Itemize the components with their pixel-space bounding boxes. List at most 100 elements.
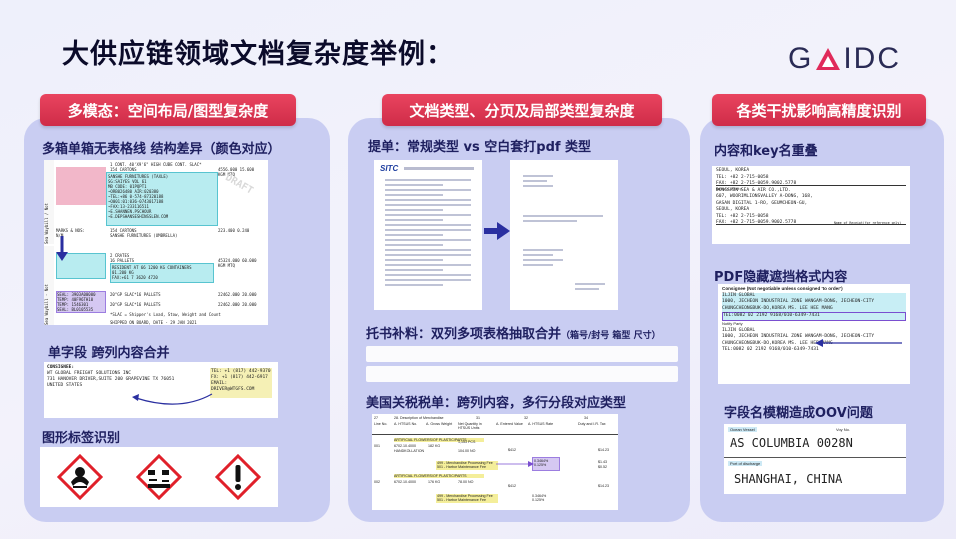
exclamation-warning-pictogram-icon	[215, 454, 262, 500]
consignee-address: 731 HANOVER DRIVER,SUITE 200 GRAPEVINE T…	[47, 377, 175, 388]
customs-cell: 104.00 NO	[458, 449, 476, 453]
overlap-document: SEOUL, KOREA TEL: +82 2-715-0058 FAX: +8…	[712, 166, 910, 244]
customs-line-no: 002	[374, 480, 380, 484]
customs-fee: 499 - Merchandise Processing Fee	[437, 494, 493, 498]
customs-subheader: A. Entered Value	[496, 422, 523, 426]
packing-row: SEAL: BL0105535	[57, 307, 94, 312]
customs-cell: 176 KG	[428, 480, 441, 484]
consignee-tel: TEL: +1 (817) 442-9370	[211, 369, 271, 374]
packing-row: 2 CRATES	[110, 253, 130, 258]
overlap-line: DONGSHIN SEA & AIR CO.,LTD.	[716, 187, 791, 193]
label-booking-sub: （箱号/封号 箱型 尺寸）	[561, 331, 661, 341]
customs-cell: $0.52	[598, 465, 607, 469]
packing-row: FAX:+61 7 3620 4720	[112, 275, 158, 280]
logo: G IDC	[788, 42, 901, 76]
customs-cell-highlight: ARTIFICIAL FLOWERS/OF PLASTIC/PARTS	[394, 474, 484, 479]
consignee-label: CONSIGNEE:	[47, 365, 75, 370]
booking-row	[366, 346, 678, 362]
consignee-email: DRIVER@WTGFS.COM	[211, 387, 255, 392]
sea-waybill-sidebar: Sea Waybill / Not	[44, 160, 54, 244]
customs-line-no: 001	[374, 444, 380, 448]
packing-row: MB CODE: 01PQPT1	[108, 184, 147, 189]
customs-col: 34	[584, 416, 588, 420]
customs-cell: 1,153 PCS	[458, 440, 476, 444]
label-booking-main: 托书补料：双列多项表格抽取合并	[366, 327, 562, 342]
overlap-rule	[716, 185, 906, 186]
logo-text-left: G	[788, 42, 814, 75]
merge-arrow-icon	[132, 393, 213, 405]
page-title: 大供应链领域文档复杂度举例：	[62, 39, 454, 70]
customs-col: 27	[374, 416, 378, 420]
packing-row: 20"GP SLAC*16 PALLETS	[110, 292, 161, 297]
hidden-value: 1000, JECHEON INDUSTRIAL ZONE WANGAM-DON…	[722, 299, 906, 306]
customs-rate-box: 0.3464% 0.125%	[532, 457, 560, 471]
oov-document: Ocean Vessel Voy No. AS COLUMBIA 0028N P…	[724, 424, 906, 494]
packing-row: ~E.DEPSHANSESHINSSLEN.COM	[108, 214, 169, 219]
bl-body-lines	[380, 176, 476, 289]
customs-subheader: Duty and I.R. Tax	[578, 422, 606, 426]
blank-print-lines-3	[518, 246, 568, 269]
packing-row: 154 CARTONS	[110, 228, 137, 233]
hidden-key: Notify Party	[722, 320, 743, 326]
cyan-highlight-box: SANSHE FURNITURES (TAXLE) SG:SAIYES VOL …	[106, 172, 218, 226]
customs-cell: 182 KG	[428, 444, 441, 448]
packing-row: 22462.000 20.000	[218, 302, 257, 307]
packing-list-document: Sea Waybill / Not Sea Waybill - Not 1 CO…	[44, 160, 268, 325]
label-customs: 美国关税税单：跨列内容，多行分段对应类型	[366, 396, 627, 411]
bill-of-lading-regular: SITC	[374, 160, 482, 310]
customs-cell-highlight: ARTIFICIAL FLOWERS/OF PLASTIC/PARTS	[394, 438, 484, 443]
customs-col: 31	[476, 416, 480, 420]
hidden-value: CHUNGCHEONGBUK-DO,KOREA MS. LEE HEE MANG	[722, 340, 833, 346]
customs-subheader: A. HTSUS No.	[394, 422, 418, 426]
booking-row	[366, 366, 678, 382]
hidden-value: ILJIN GLOBAL	[722, 292, 906, 300]
customs-cell: $1.43	[598, 460, 607, 464]
corrosive-pictogram-icon	[135, 454, 182, 500]
customs-subheader: A. Gross Weight	[426, 422, 453, 426]
customs-subheader: Net Quantity in HTSUS Units	[458, 422, 482, 431]
packing-row: 16 PALLETS	[110, 258, 135, 263]
oov-value: SHANGHAI, CHINA	[734, 472, 843, 486]
logo-text-right: IDC	[843, 42, 902, 75]
packing-row: 20"GP SLAC*16 PALLETS	[110, 302, 161, 307]
customs-cell: $412	[508, 484, 516, 488]
packing-row: TEMP: 40F96TH10	[57, 297, 94, 302]
packing-row: SG:SAIYES VOL 61	[108, 179, 147, 184]
customs-col: 28. Description of Merchandise	[394, 416, 444, 420]
customs-fee: 499 - Merchandise Processing Fee	[437, 461, 493, 465]
customs-cell: 6702.10.4000	[394, 444, 416, 448]
overlap-line: SEOUL, KOREA	[716, 207, 750, 212]
overlap-key: Name of Receipt(for reference only)	[834, 221, 902, 225]
hidden-value: ILJIN GLOBAL	[722, 327, 756, 333]
packing-row: 4556.000 15.600	[218, 167, 255, 172]
hidden-value: 1000, JECHEON INDUSTRIAL ZONE WANGAM-DON…	[722, 334, 875, 340]
packing-row: *SLAC = Shipper's Load, Stow, Weight and…	[110, 312, 221, 317]
sea-waybill-sidebar-2: Sea Waybill - Not	[44, 246, 54, 325]
hazard-labels	[40, 447, 278, 507]
customs-fee-highlight-2: 499 - Merchandise Processing Fee 501 - H…	[436, 494, 498, 503]
packing-row: MARKS & NOS:	[56, 228, 85, 233]
overlap-line: TEL: +82 2-715-0058	[716, 174, 769, 180]
customs-entry-document: 27 28. Description of Merchandise 31 32 …	[372, 414, 618, 510]
customs-fee: 501 - Harbor Maintenance Fee	[437, 498, 486, 503]
packing-row: KGM MTQ	[218, 263, 235, 268]
customs-col: 32	[524, 416, 528, 420]
packing-row: 01.200 KG	[112, 270, 134, 275]
customs-cell: HANDKOLLATION	[394, 449, 425, 453]
overlap-key: Notify Party	[716, 187, 742, 191]
consignee-document: CONSIGNEE: WT GLOBAL FREIGHT SOLUTIONS I…	[44, 362, 278, 418]
customs-cell: $412	[508, 448, 516, 452]
oov-divider	[724, 457, 906, 458]
oov-key: Port of discharge	[728, 461, 763, 466]
overlap-value: FAX: +82 2-715-0059.9002.5778	[716, 220, 797, 225]
hidden-pdf-document: Consignee (Not negotiable unless consign…	[718, 284, 910, 384]
customs-cell: 6702.10.4000	[394, 480, 416, 484]
packing-row: RESIDENT AT 66 1200 KG CONTAINERS	[112, 265, 192, 270]
hidden-value: CHUNGCHEONGBUK-DO,KOREA MS. LEE HEE MANG	[722, 305, 906, 313]
packing-row: 1 CONT. 40'X9'6" HIGH CUBE CONT. SLAC*	[110, 162, 202, 167]
right-arrow-icon	[484, 222, 510, 240]
overlap-line: SEOUL, KOREA	[716, 168, 750, 173]
packing-row: SHIPPED ON BOARD, DATE - 29 JAN 2021	[110, 320, 197, 325]
hidden-value: TEL:0082 02 2192 9168/010-6349-7431	[722, 347, 819, 353]
packing-row: ~ORB026480 AIR:020380	[108, 189, 159, 194]
